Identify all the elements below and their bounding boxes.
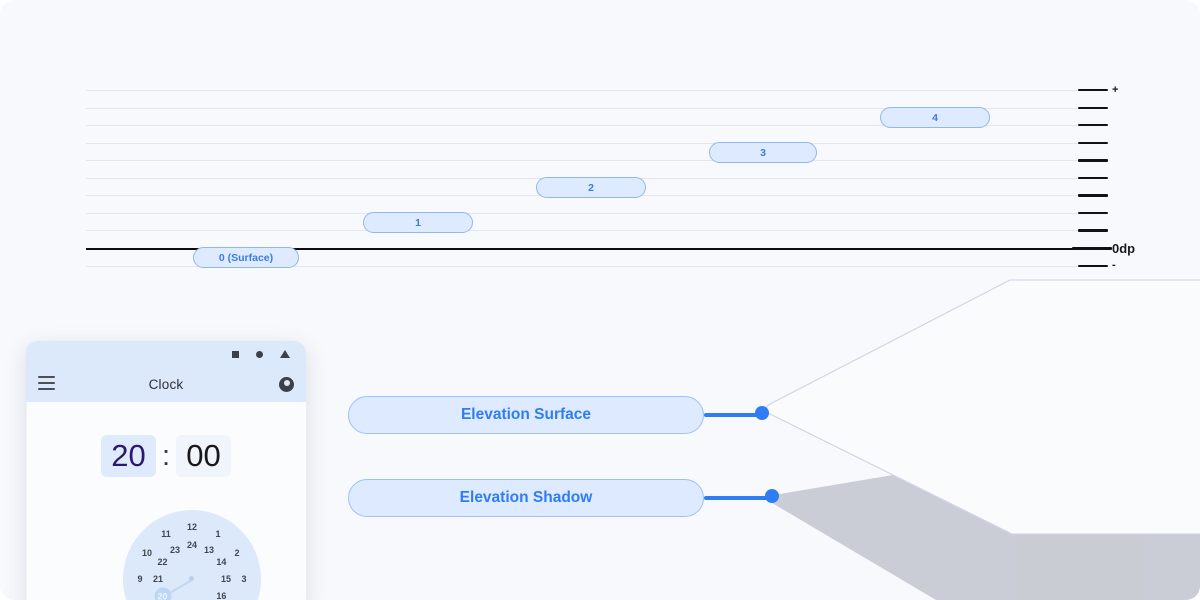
elevation-pill[interactable]: 1	[363, 212, 473, 233]
elevation-pill[interactable]: 2	[536, 177, 646, 198]
ruler-label-plus: +	[1112, 84, 1119, 96]
dial-number-outer[interactable]: 12	[186, 522, 198, 532]
gridline-baseline	[86, 247, 1080, 250]
dial-number-inner[interactable]: 13	[203, 544, 215, 555]
minute-field[interactable]: 00	[176, 435, 232, 477]
gridline	[86, 212, 1080, 214]
dial-number-inner[interactable]: 21	[152, 574, 164, 584]
ruler-tick	[1078, 159, 1108, 162]
gridline	[86, 107, 1080, 109]
phone-app-bar: Clock	[26, 367, 306, 402]
connector-elevation-shadow	[704, 496, 772, 500]
hamburger-icon[interactable]	[38, 376, 55, 390]
dial-number-outer[interactable]: 10	[141, 548, 152, 558]
ruler-tick	[1078, 106, 1108, 109]
dial-number-inner[interactable]: 22	[157, 557, 168, 567]
ruler-label-zero: 0dp	[1112, 241, 1136, 256]
dial-number-outer[interactable]: 1	[215, 528, 221, 539]
phone-mockup: Clock 20 : 00 12123456789101124131415161…	[26, 341, 306, 600]
account-avatar-icon[interactable]	[279, 377, 294, 392]
ruler-tick	[1072, 246, 1112, 250]
ruler-tick	[1078, 194, 1108, 197]
connector-dot-elevation-shadow[interactable]	[765, 489, 779, 503]
time-separator: :	[161, 439, 171, 472]
hour-field[interactable]: 20	[100, 435, 156, 477]
dial-number-outer[interactable]: 2	[234, 548, 240, 558]
ruler-tick	[1078, 89, 1108, 92]
phone-left-divider	[26, 402, 27, 600]
ruler-tick	[1078, 176, 1108, 180]
square-icon	[232, 350, 239, 358]
dial-number-outer[interactable]: 3	[241, 574, 247, 584]
elevation-ruler: + 0dp - 0 (Surface) 1 2 3 4	[0, 0, 1200, 290]
dial-number-outer[interactable]: 9	[137, 574, 143, 584]
dial-number-inner[interactable]: 15	[220, 574, 232, 584]
phone-body: 20 : 00 12123456789101124131415161718192…	[26, 402, 306, 600]
gridline	[86, 142, 1080, 144]
ruler-tick	[1078, 229, 1108, 232]
gridline	[86, 230, 1080, 232]
node-elevation-shadow[interactable]: Elevation Shadow	[348, 479, 704, 517]
elevation-surface-shape	[762, 278, 1200, 536]
elevation-pill[interactable]: 3	[709, 142, 817, 163]
dial-number-inner[interactable]: 20	[154, 587, 172, 600]
elevation-pill[interactable]: 0 (Surface)	[193, 247, 299, 268]
ruler-tick	[1078, 211, 1108, 215]
dial-number-inner[interactable]: 14	[216, 557, 227, 567]
clock-center-dot	[189, 576, 194, 581]
app-title: Clock	[148, 377, 184, 392]
elevation-pill[interactable]: 4	[880, 107, 990, 128]
time-picker-display: 20 : 00	[26, 435, 306, 477]
phone-status-bar	[26, 341, 306, 367]
dial-number-inner[interactable]: 24	[186, 540, 198, 550]
triangle-icon	[280, 350, 290, 358]
ruler-label-minus: -	[1112, 259, 1116, 271]
dial-number-inner[interactable]: 16	[216, 591, 227, 600]
gridline	[86, 265, 1080, 267]
dial-number-outer[interactable]: 11	[161, 528, 171, 539]
circle-icon	[256, 350, 263, 358]
surface-panel-path	[765, 279, 1200, 535]
ruler-tick	[1078, 264, 1108, 267]
connector-dot-elevation-surface[interactable]	[755, 406, 769, 420]
node-elevation-surface[interactable]: Elevation Surface	[348, 396, 704, 434]
dial-number-inner[interactable]: 23	[169, 544, 181, 555]
clock-dial[interactable]: 121234567891011241314151617181920212223	[123, 510, 261, 600]
ruler-tick	[1078, 141, 1108, 145]
gridline	[86, 125, 1080, 127]
gridline	[86, 160, 1080, 162]
gridline	[86, 90, 1080, 91]
connector-elevation-surface	[704, 413, 762, 417]
ruler-tick	[1078, 124, 1108, 127]
